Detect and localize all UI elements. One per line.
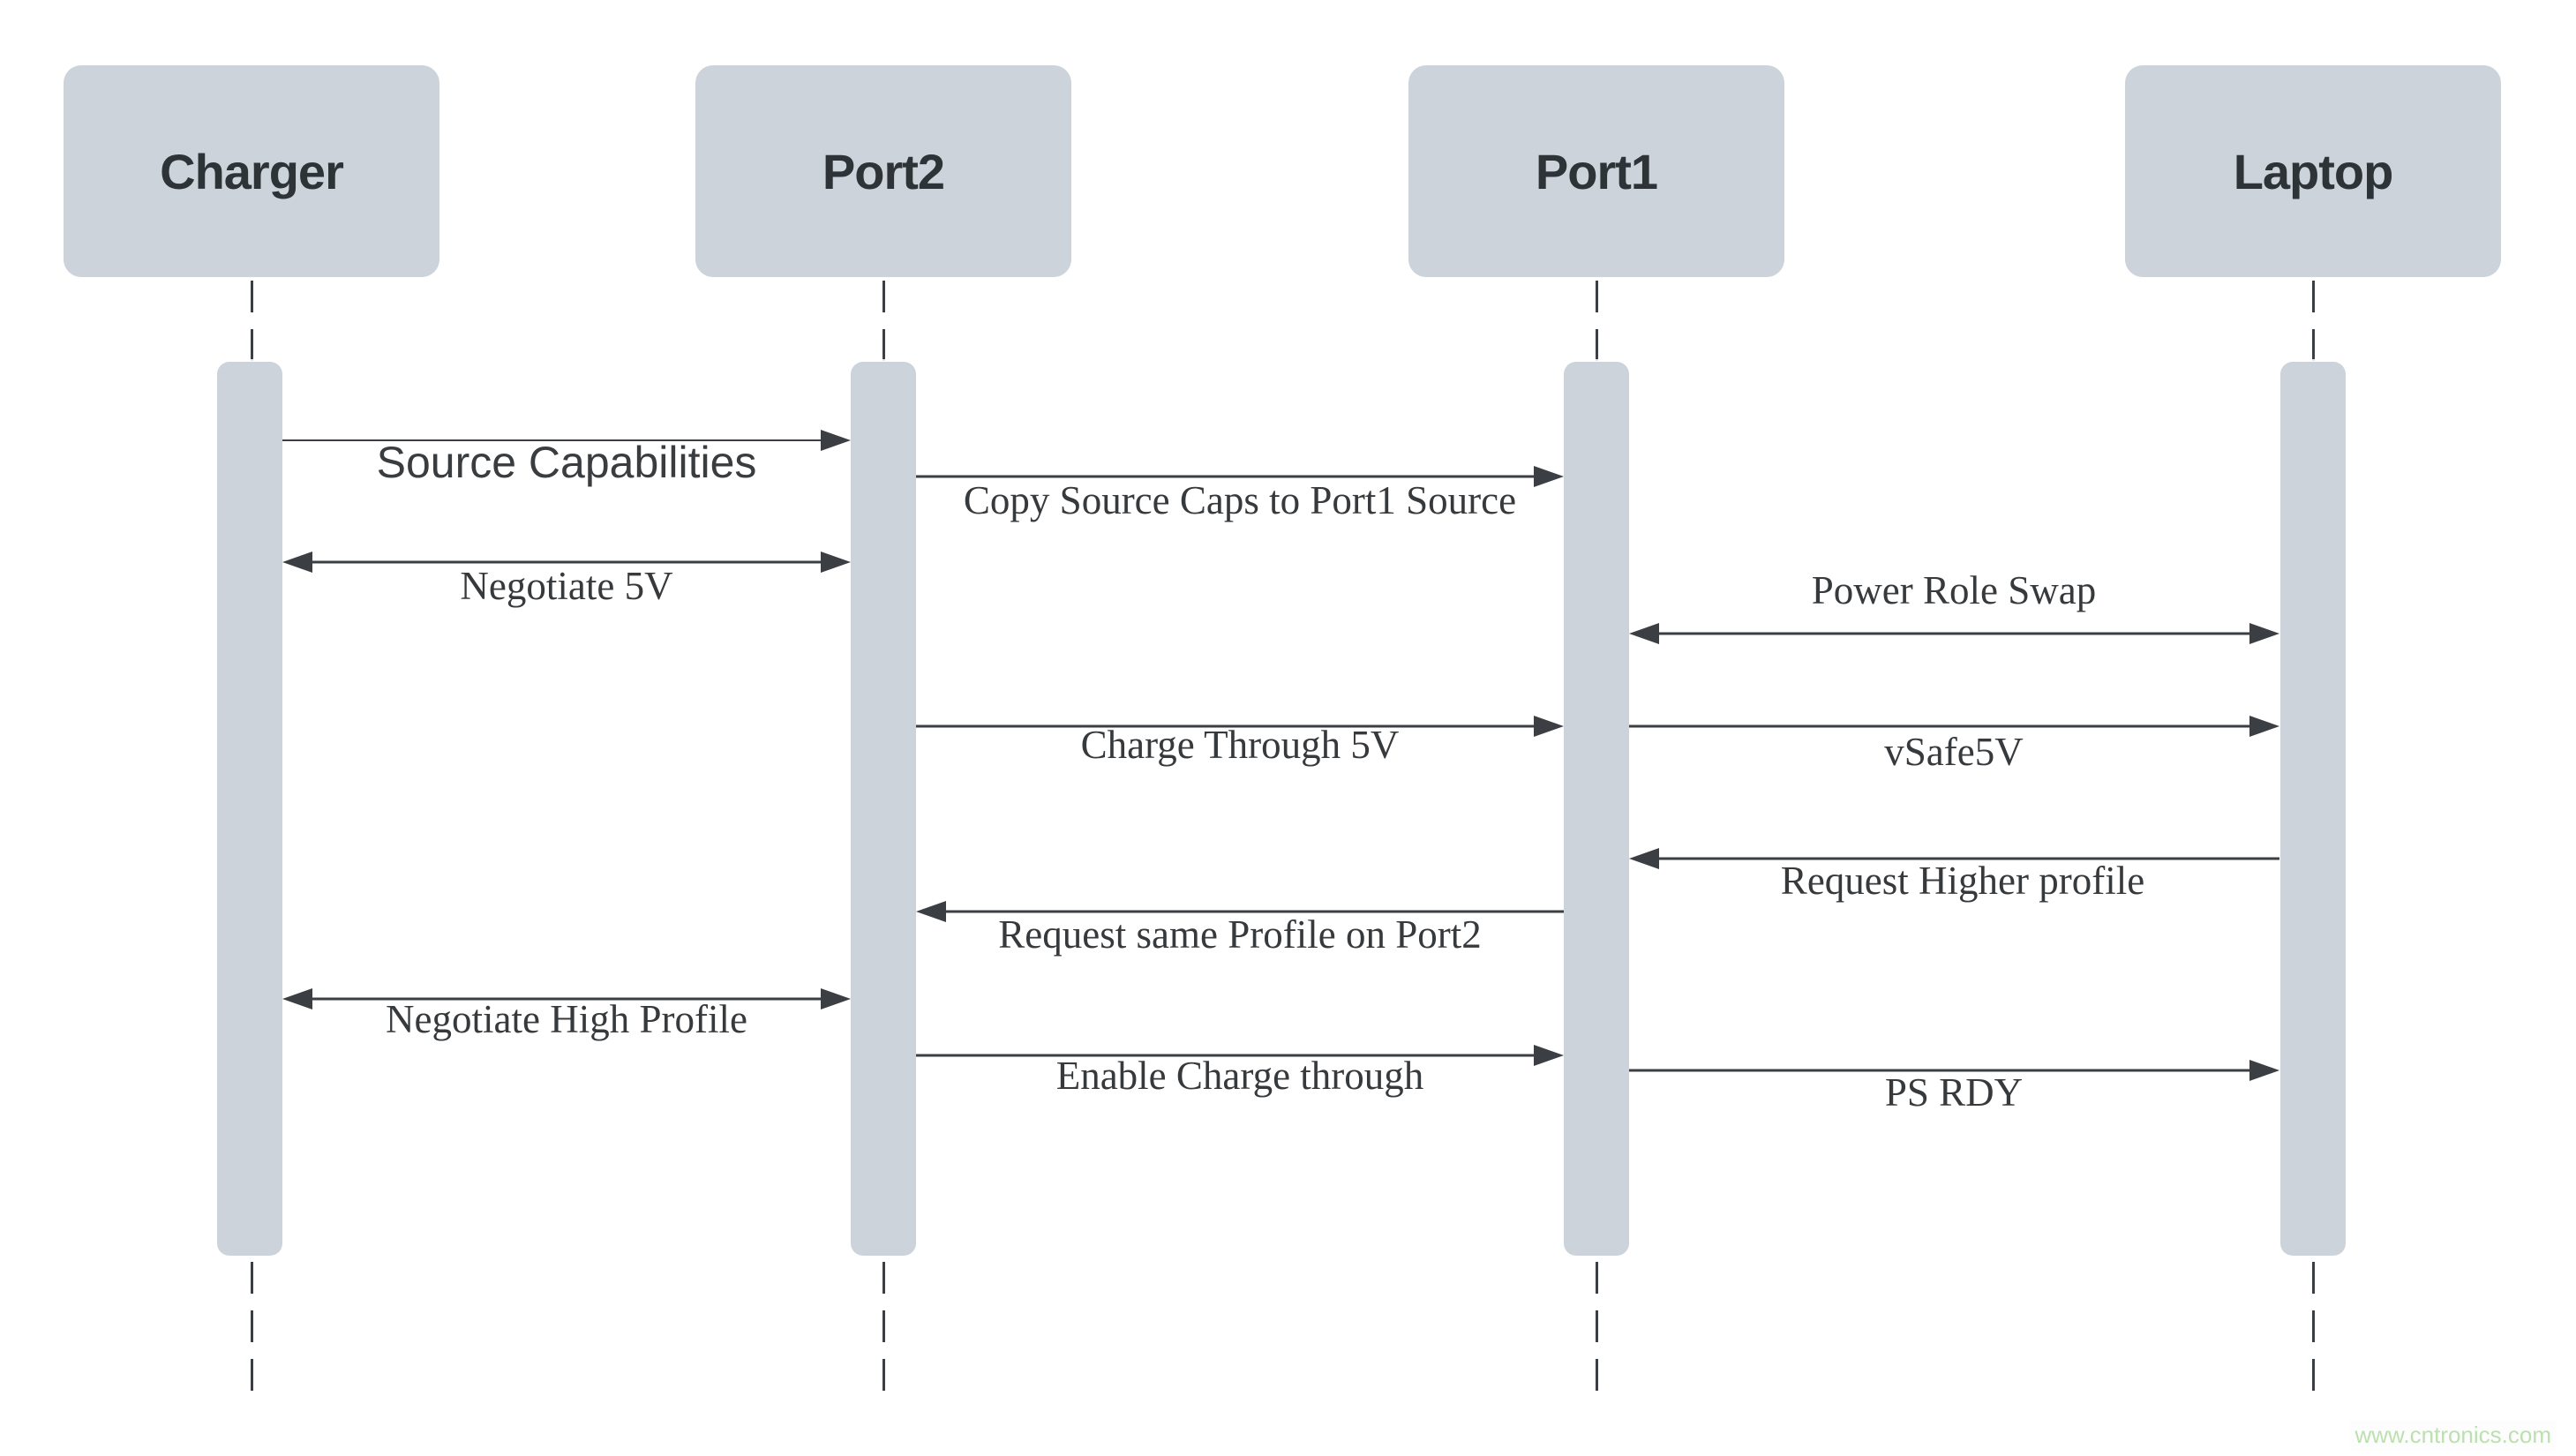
actor-box-port2: Port2 xyxy=(695,65,1071,277)
arrow-negotiate-5v xyxy=(282,552,851,573)
message-label-vsafe5v: vSafe5V xyxy=(1884,730,2024,774)
lifeline-bottom-charger xyxy=(251,1262,253,1399)
lifeline-bottom-port1 xyxy=(1596,1262,1598,1399)
arrow-copy-source-caps xyxy=(916,466,1564,487)
message-label-ps-rdy: PS RDY xyxy=(1884,1070,2024,1115)
actor-label-port1: Port1 xyxy=(1535,143,1658,199)
activation-bar-laptop xyxy=(2280,362,2346,1256)
arrow-enable-charge-through xyxy=(916,1045,1564,1066)
arrow-ps-rdy xyxy=(1629,1060,2279,1081)
lifeline-top-charger xyxy=(251,281,253,362)
message-label-request-higher-profile: Request Higher profile xyxy=(1780,859,2145,903)
activation-bar-charger xyxy=(217,362,282,1256)
arrow-request-higher-profile xyxy=(1629,848,2279,869)
actor-box-laptop: Laptop xyxy=(2125,65,2501,277)
arrow-vsafe5v xyxy=(1629,716,2279,737)
message-label-negotiate-high-profile: Negotiate High Profile xyxy=(386,997,747,1041)
message-label-negotiate-5v: Negotiate 5V xyxy=(460,564,673,608)
arrow-negotiate-high-profile xyxy=(282,988,851,1009)
message-label-request-same-profile: Request same Profile on Port2 xyxy=(998,912,1482,957)
lifeline-top-port2 xyxy=(882,281,885,362)
arrow-power-role-swap xyxy=(1629,623,2279,644)
message-label-enable-charge-through: Enable Charge through xyxy=(1055,1054,1424,1098)
arrow-request-same-profile xyxy=(916,901,1564,922)
actor-label-laptop: Laptop xyxy=(2233,143,2394,199)
lifeline-top-port1 xyxy=(1596,281,1598,362)
message-label-charge-through-5v: Charge Through 5V xyxy=(1080,723,1400,767)
arrow-charge-through-5v xyxy=(916,716,1564,737)
lifeline-top-laptop xyxy=(2312,281,2315,362)
message-label-source-capabilities: Source Capabilities xyxy=(376,438,757,487)
lifeline-bottom-laptop xyxy=(2312,1262,2315,1399)
activation-bar-port1 xyxy=(1564,362,1629,1256)
actor-label-port2: Port2 xyxy=(822,143,945,199)
activation-bar-port2 xyxy=(851,362,916,1256)
message-label-copy-source-caps: Copy Source Caps to Port1 Source xyxy=(963,478,1517,522)
message-label-power-role-swap: Power Role Swap xyxy=(1811,568,2097,612)
actor-box-charger: Charger xyxy=(64,65,439,277)
actor-label-charger: Charger xyxy=(160,143,344,199)
arrow-source-capabilities xyxy=(282,430,851,451)
lifeline-bottom-port2 xyxy=(882,1262,885,1399)
watermark-text: www.cntronics.com xyxy=(2349,1420,2557,1451)
actor-box-port1: Port1 xyxy=(1408,65,1784,277)
